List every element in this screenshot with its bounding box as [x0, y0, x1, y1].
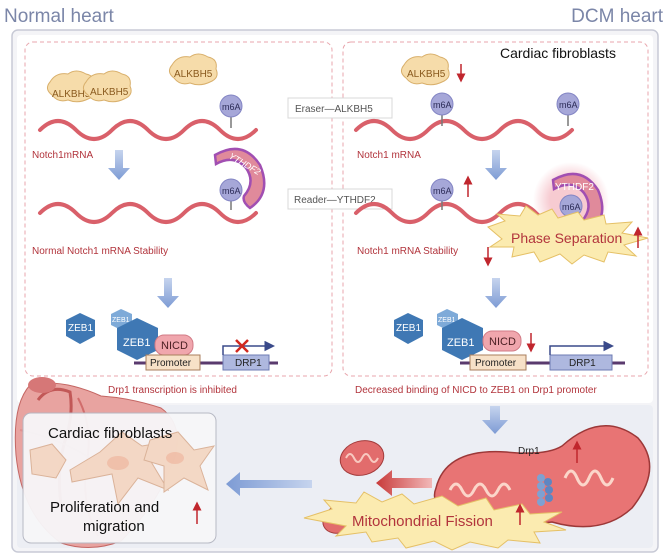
transcription-arrow — [222, 340, 275, 355]
arrow-red-left — [376, 470, 432, 496]
svg-text:ZEB1: ZEB1 — [112, 317, 130, 324]
svg-text:m6A: m6A — [559, 100, 578, 110]
alkbh5-blob-dcm: ALKBH5 — [400, 53, 450, 86]
drp1-ring — [537, 474, 553, 506]
svg-text:m6A: m6A — [222, 102, 241, 112]
arrow-down-2 — [157, 278, 179, 308]
svg-text:ALKBH5: ALKBH5 — [174, 69, 213, 80]
svg-text:m6A: m6A — [433, 100, 452, 110]
dcm-m6a-1 — [430, 92, 454, 116]
svg-text:ZEB1: ZEB1 — [447, 337, 475, 349]
svg-text:m6A: m6A — [433, 186, 452, 196]
svg-text:m6A: m6A — [562, 202, 581, 212]
svg-text:ZEB1: ZEB1 — [438, 317, 456, 324]
arrow-left-to-fibroblasts — [226, 472, 312, 496]
dcm-arrow-down-1 — [485, 150, 507, 180]
drp1-label: Drp1 — [518, 446, 540, 457]
svg-text:Eraser—ALKBH5: Eraser—ALKBH5 — [295, 104, 373, 115]
proliferation-line-1: Proliferation and — [50, 499, 159, 516]
dcm-stability-label: Notch1 mRNA Stability — [357, 246, 458, 257]
proliferation-line-2: migration — [83, 518, 145, 535]
ythdf2-crescent — [213, 147, 266, 210]
normal-stability-label: Normal Notch1 mRNA Stability — [32, 246, 168, 257]
eraser-label: Eraser—ALKBH5 — [287, 97, 393, 119]
normal-heart-title: Normal heart — [4, 6, 114, 27]
mitochondrial-fission-label: Mitochondrial Fission — [352, 513, 493, 530]
dcm-promoter-box: Promoter — [469, 354, 527, 371]
dcm-transcription-arrow — [549, 340, 614, 355]
zeb1-bound: ZEB1 — [117, 318, 158, 360]
arrow-down-mito — [482, 406, 508, 434]
nicd-box: NICD — [154, 334, 194, 356]
fibroblast-cells — [29, 431, 216, 506]
svg-text:DRP1: DRP1 — [235, 358, 262, 369]
dcm-m6a-3 — [430, 178, 454, 202]
dcm-drp1-box: DRP1 — [549, 354, 613, 371]
svg-text:Promoter: Promoter — [150, 358, 192, 369]
notch1-mrna-wave-2 — [38, 202, 258, 224]
dcm-notch1-mrna-wave — [354, 119, 574, 141]
dcm-m6a-2 — [556, 92, 580, 116]
bottom-cardiac-fibroblasts: Cardiac fibroblasts — [48, 425, 172, 442]
m6a-marker — [219, 94, 243, 118]
svg-text:ALKBH5: ALKBH5 — [90, 87, 129, 98]
svg-text:DRP1: DRP1 — [569, 358, 596, 369]
svg-text:ALKBH5: ALKBH5 — [407, 69, 446, 80]
phase-separation-burst — [487, 205, 649, 265]
dcm-notch1-mrna-label: Notch1 mRNA — [357, 150, 421, 161]
svg-text:m6A: m6A — [222, 186, 241, 196]
svg-text:ALKBH5: ALKBH5 — [52, 89, 91, 100]
svg-text:NICD: NICD — [489, 336, 516, 348]
fission-burst — [303, 491, 567, 551]
alkbh5-blob-2: ALKBH5 — [82, 70, 132, 103]
svg-text:ZEB1: ZEB1 — [396, 323, 421, 334]
svg-text:ZEB1: ZEB1 — [123, 337, 151, 349]
svg-text:Promoter: Promoter — [475, 358, 517, 369]
svg-text:YTHDF2: YTHDF2 — [555, 182, 594, 193]
dcm-heart-title: DCM heart — [571, 6, 663, 27]
arrow-down-1 — [108, 150, 130, 180]
svg-text:NICD: NICD — [161, 340, 188, 352]
zeb1-free: ZEB1 — [66, 313, 95, 344]
promoter-box: Promoter — [145, 354, 201, 371]
drp1-box: DRP1 — [222, 354, 270, 371]
normal-caption: Drp1 transcription is inhibited — [108, 385, 237, 396]
dcm-zeb1-bound: ZEB1 — [442, 318, 483, 360]
dcm-arrow-down-2 — [485, 278, 507, 308]
small-mitochondrion-1 — [339, 440, 385, 476]
cardiac-fibroblasts-label: Cardiac fibroblasts — [500, 45, 616, 61]
m6a-marker-2 — [219, 178, 243, 202]
alkbh5-blob-3: ALKBH5 — [168, 53, 218, 86]
svg-text:Reader—YTHDF2: Reader—YTHDF2 — [294, 195, 376, 206]
phase-separation-label: Phase Separation — [511, 230, 622, 246]
notch1-mrna-wave — [38, 119, 258, 141]
dcm-nicd-box: NICD — [482, 330, 522, 352]
notch1-mrna-label: Notch1mRNA — [32, 150, 93, 161]
top-panel — [17, 35, 653, 403]
inhibited-cross-icon — [235, 339, 249, 353]
dcm-zeb1-free: ZEB1 — [394, 313, 423, 344]
dcm-caption: Decreased binding of NICD to ZEB1 on Drp… — [355, 385, 597, 396]
svg-text:ZEB1: ZEB1 — [68, 323, 93, 334]
